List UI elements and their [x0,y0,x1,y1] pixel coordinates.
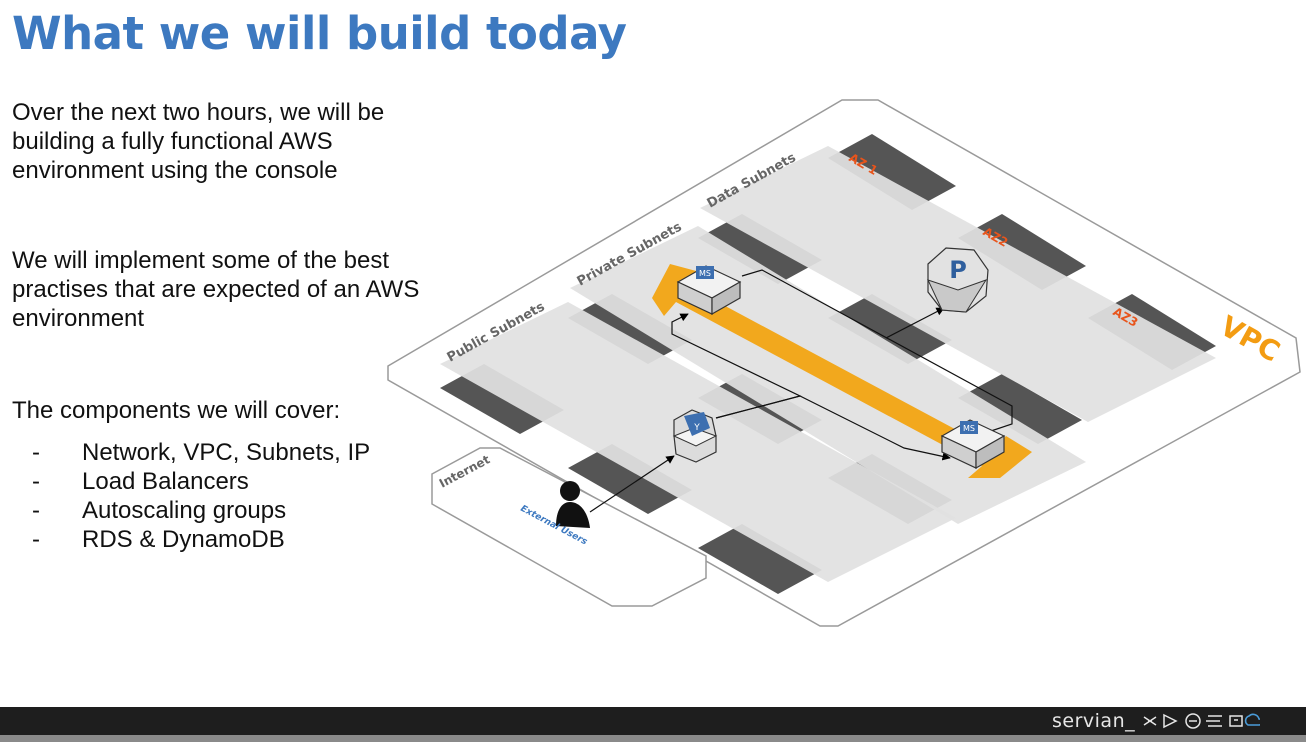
servian-logo-text: servian_ [1052,710,1136,732]
internet-zone [431,447,707,607]
servian-logo-icons [1143,713,1260,729]
components-list: - Network, VPC, Subnets, IP - Load Balance… [12,438,370,554]
bullet-text: Network, VPC, Subnets, IP [82,439,371,466]
person-icon [556,481,590,528]
aws-architecture-diagram: Public Subnets Private Subnets Data Subn… [387,99,1301,627]
best-practices-paragraph: We will implement some of the best pract… [12,247,420,332]
slide-title: What we will build today [12,7,627,60]
bullet-marker: - [32,468,40,495]
footer-strip [0,735,1306,742]
load-balancer-icon: Y [672,409,718,463]
microservice-icon: MS [676,265,742,316]
bullet-text: Autoscaling groups [82,497,287,524]
autoscaling-arrow [652,264,1032,478]
intro-paragraph: Over the next two hours, we will be buil… [12,99,385,184]
svg-text:Y: Y [693,423,700,433]
list-item: - RDS & DynamoDB [12,525,370,554]
list-item: - Network, VPC, Subnets, IP [12,438,370,467]
bullet-marker: - [32,439,40,466]
bullet-marker: - [32,497,40,524]
connection-lines [589,269,1013,513]
components-heading: The components we will cover: [12,397,341,424]
bullet-text: RDS & DynamoDB [82,526,285,553]
bullet-marker: - [32,526,40,553]
list-item: - Load Balancers [12,467,370,496]
microservice-icon: MS [940,419,1006,470]
rds-label: P [949,256,967,284]
bullet-text: Load Balancers [82,468,249,495]
footer-bar: servian_ [0,707,1306,735]
ms-label: MS [699,269,711,278]
rds-icon: P [927,247,989,313]
ms-label: MS [963,424,975,433]
list-item: - Autoscaling groups [12,496,370,525]
